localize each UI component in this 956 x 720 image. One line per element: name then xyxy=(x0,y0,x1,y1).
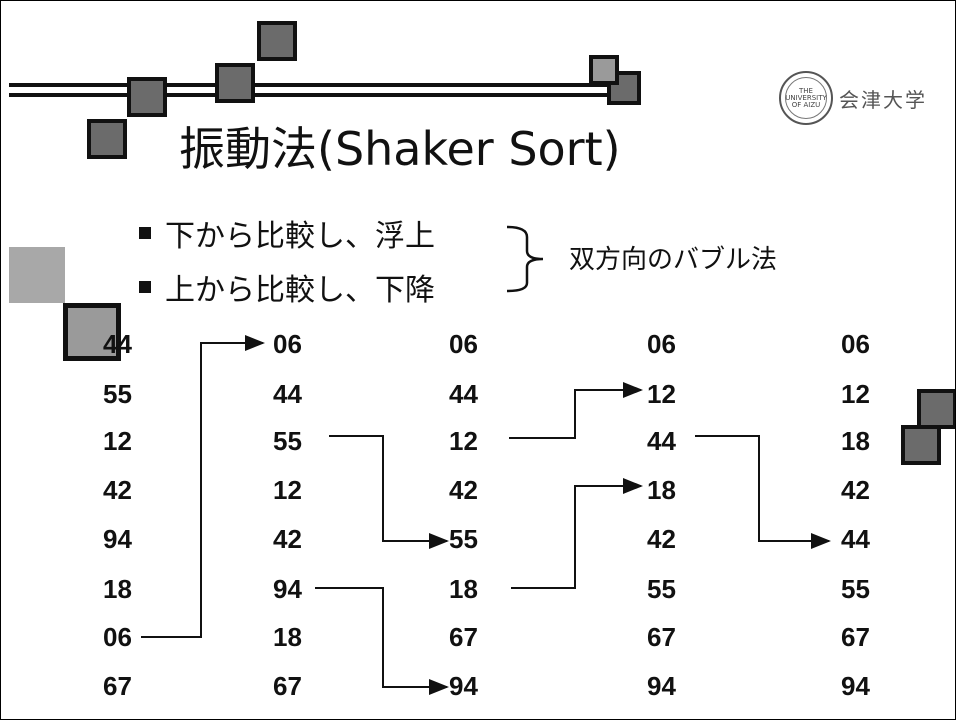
sort-value: 55 xyxy=(647,574,676,604)
sort-value: 55 xyxy=(273,426,302,456)
sort-value: 67 xyxy=(103,671,132,701)
sort-value: 94 xyxy=(449,671,478,701)
brace-label: 双方向のバブル法 xyxy=(569,245,778,275)
sort-value: 44 xyxy=(647,426,676,456)
bullet-text: 上から比較し、下降 xyxy=(165,273,435,308)
sort-value: 18 xyxy=(647,475,676,505)
sort-value: 12 xyxy=(647,379,676,409)
arrow-06-up xyxy=(141,335,265,638)
deco-square-left-big xyxy=(9,247,65,303)
arrow-12-up xyxy=(509,382,643,439)
sort-value: 42 xyxy=(647,524,676,554)
header-rule-top xyxy=(9,83,629,87)
bullet-item: 下から比較し、浮上 xyxy=(139,211,435,255)
sort-value: 18 xyxy=(103,574,132,604)
sort-value: 12 xyxy=(449,426,478,456)
deco-square-6 xyxy=(589,55,619,85)
sort-value: 06 xyxy=(449,329,478,359)
sort-value: 44 xyxy=(841,524,870,554)
university-seal-icon: THE UNIVERSITY OF AIZU xyxy=(779,71,833,125)
sort-value: 12 xyxy=(841,379,870,409)
sort-value: 42 xyxy=(841,475,870,505)
sort-value: 06 xyxy=(841,329,870,359)
sort-value: 18 xyxy=(273,622,302,652)
deco-square-right-2 xyxy=(901,425,941,465)
deco-square-1 xyxy=(87,119,127,159)
sort-value: 44 xyxy=(103,329,132,359)
sort-value: 55 xyxy=(841,574,870,604)
bullet-text: 下から比較し、浮上 xyxy=(165,219,435,254)
sort-value: 94 xyxy=(841,671,870,701)
deco-square-3 xyxy=(215,63,255,103)
sort-value: 42 xyxy=(449,475,478,505)
sort-value: 12 xyxy=(103,426,132,456)
sort-value: 67 xyxy=(273,671,302,701)
sort-value: 06 xyxy=(103,622,132,652)
sort-value: 18 xyxy=(449,574,478,604)
sort-value: 12 xyxy=(273,475,302,505)
university-logo: THE UNIVERSITY OF AIZU 会津大学 xyxy=(779,71,927,125)
sort-value: 55 xyxy=(449,524,478,554)
bullet-square-icon xyxy=(139,281,151,293)
sort-value: 42 xyxy=(273,524,302,554)
sort-value: 06 xyxy=(273,329,302,359)
deco-square-2 xyxy=(127,77,167,117)
slide-title: 振動法(Shaker Sort) xyxy=(179,122,621,176)
logo-text: 会津大学 xyxy=(839,87,927,112)
sort-value: 94 xyxy=(647,671,676,701)
header-rule-bottom xyxy=(9,93,629,97)
sort-value: 94 xyxy=(273,574,302,604)
arrow-18-up xyxy=(511,478,643,589)
bullet-square-icon xyxy=(139,227,151,239)
sort-value: 94 xyxy=(103,524,132,554)
deco-square-4 xyxy=(257,21,297,61)
sort-value: 67 xyxy=(841,622,870,652)
sort-value: 44 xyxy=(273,379,302,409)
seal-text: THE UNIVERSITY OF AIZU xyxy=(785,77,827,119)
sort-value: 44 xyxy=(449,379,478,409)
deco-square-left-small xyxy=(63,303,121,361)
bullet-item: 上から比較し、下降 xyxy=(139,265,435,309)
sort-value: 18 xyxy=(841,426,870,456)
sort-value: 42 xyxy=(103,475,132,505)
sort-value: 67 xyxy=(449,622,478,652)
arrow-55-down xyxy=(329,435,449,549)
brace-icon xyxy=(506,225,544,293)
arrow-44-down xyxy=(695,435,831,549)
sort-value: 67 xyxy=(647,622,676,652)
sort-value: 06 xyxy=(647,329,676,359)
arrow-94-down xyxy=(315,587,449,695)
sort-value: 55 xyxy=(103,379,132,409)
